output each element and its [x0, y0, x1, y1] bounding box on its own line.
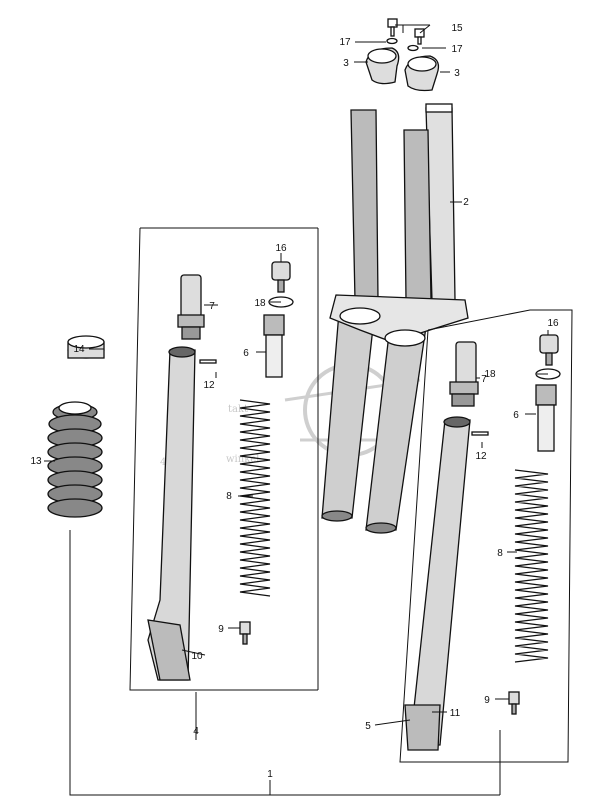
- leader-lines: [44, 24, 549, 796]
- callout-labels: 15 17 17 3 3 2 16 18 7 6 12 14 13 8 9 10…: [30, 23, 559, 780]
- callout-10: 10: [191, 651, 203, 662]
- callout-3-left: 3: [343, 58, 349, 69]
- callout-7-left: 7: [209, 301, 215, 312]
- callout-8-left: 8: [226, 491, 232, 502]
- callout-15: 15: [451, 23, 463, 34]
- callout-18-right: 18: [484, 369, 496, 380]
- callout-12-left: 12: [203, 380, 215, 391]
- callout-2: 2: [463, 197, 469, 208]
- callout-17-left: 17: [339, 37, 351, 48]
- callout-7-right: 7: [481, 374, 487, 385]
- callout-6-left: 6: [243, 348, 249, 359]
- callout-1: 1: [267, 769, 273, 780]
- callout-6-right: 6: [513, 410, 519, 421]
- callout-11: 11: [450, 708, 461, 719]
- right-fork-leg: [399, 309, 573, 763]
- callout-18-left: 18: [254, 298, 266, 309]
- left-spring: [239, 399, 271, 597]
- watermark-digit: 4: [160, 457, 166, 468]
- left-fork-leg: [129, 227, 319, 691]
- fork-stanchion-assembly: [321, 103, 469, 534]
- dust-boot-and-ring: [47, 335, 105, 518]
- callout-4: 4: [193, 726, 199, 737]
- callout-8-right: 8: [497, 548, 503, 559]
- callout-16-right: 16: [547, 318, 559, 329]
- watermark-word-1: takt: [228, 404, 248, 415]
- callout-13: 13: [30, 456, 42, 467]
- callout-9-right: 9: [484, 695, 490, 706]
- callout-14: 14: [73, 344, 85, 355]
- watermark-word-2: winkel: [226, 454, 259, 465]
- right-spring: [514, 469, 549, 663]
- callout-5: 5: [365, 721, 371, 732]
- callout-3-right: 3: [454, 68, 460, 79]
- callout-17-right: 17: [451, 44, 463, 55]
- callout-16-left: 16: [275, 243, 287, 254]
- callout-12-right: 12: [475, 451, 487, 462]
- top-clamp-assembly: [365, 18, 440, 92]
- callout-9-left: 9: [218, 624, 224, 635]
